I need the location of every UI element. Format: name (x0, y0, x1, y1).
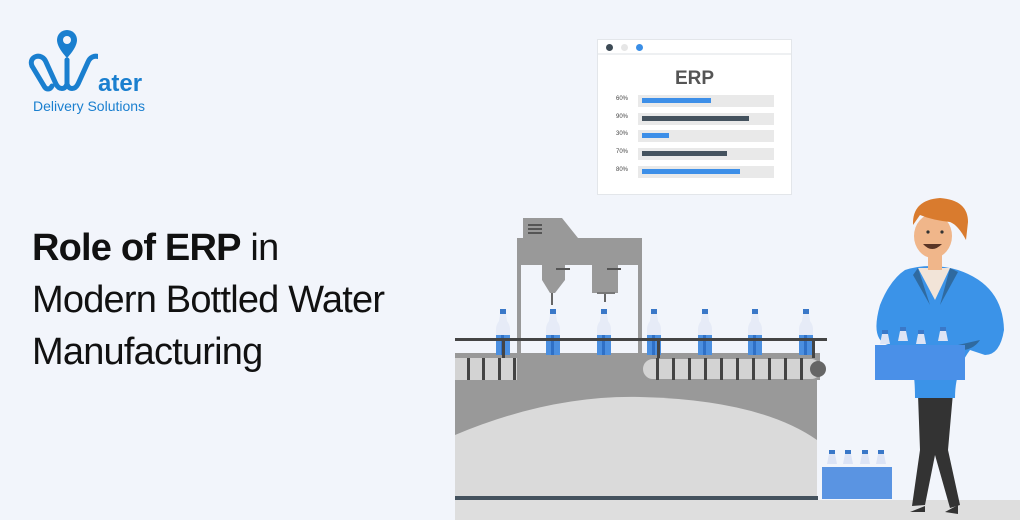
bar-fill (642, 151, 727, 156)
title-line-1: Role of ERP in (32, 222, 384, 274)
window-dot-blue-icon (636, 44, 643, 51)
worker-figure (875, 198, 1004, 514)
bar-track (638, 148, 774, 160)
brand-logo[interactable]: ater Delivery Solutions (28, 28, 168, 118)
title-line-3: Manufacturing (32, 331, 263, 373)
water-pin-logo-icon (28, 30, 98, 92)
bar-label: 30% (616, 131, 629, 137)
bar-fill (642, 116, 749, 121)
erp-bar-row: 80% (616, 166, 776, 178)
bar-track (638, 113, 774, 125)
bar-label: 80% (616, 167, 629, 173)
title-emphasis: Role of ERP (32, 227, 241, 269)
bottles-on-conveyor (496, 309, 813, 355)
bar-label: 90% (616, 114, 629, 120)
bar-fill (642, 169, 740, 174)
floor (455, 500, 1020, 520)
bar-track (638, 130, 774, 142)
bar-fill (642, 98, 711, 103)
erp-title: ERP (674, 68, 715, 89)
filling-machine (517, 218, 642, 355)
machine-base (455, 380, 818, 500)
erp-bar-row: 70% (616, 148, 776, 160)
bar-track (638, 166, 774, 178)
crate-of-bottles (822, 450, 892, 499)
erp-bar-row: 30% (616, 130, 776, 142)
card-titlebar (598, 40, 791, 55)
window-dot-dark-icon (606, 44, 613, 51)
erp-dashboard-card: ERP 60% 90% 30% 70% 80% (597, 39, 792, 195)
bar-track (638, 95, 774, 107)
bar-label: 70% (616, 149, 629, 155)
erp-bar-row: 90% (616, 113, 776, 125)
window-dot-light-icon (621, 44, 628, 51)
brand-word: ater (98, 70, 143, 97)
guard-rail (455, 338, 827, 358)
title-line-2: Modern Bottled Water (32, 279, 385, 321)
page-title: Role of ERP in Modern Bottled Water Manu… (32, 222, 385, 378)
bar-fill (642, 133, 669, 138)
bar-label: 60% (616, 96, 629, 102)
conveyor-belt (455, 353, 826, 381)
erp-bar-row: 60% (616, 95, 776, 107)
brand-tagline: Delivery Solutions (33, 98, 146, 114)
title-line-1-rest: in (240, 227, 279, 269)
